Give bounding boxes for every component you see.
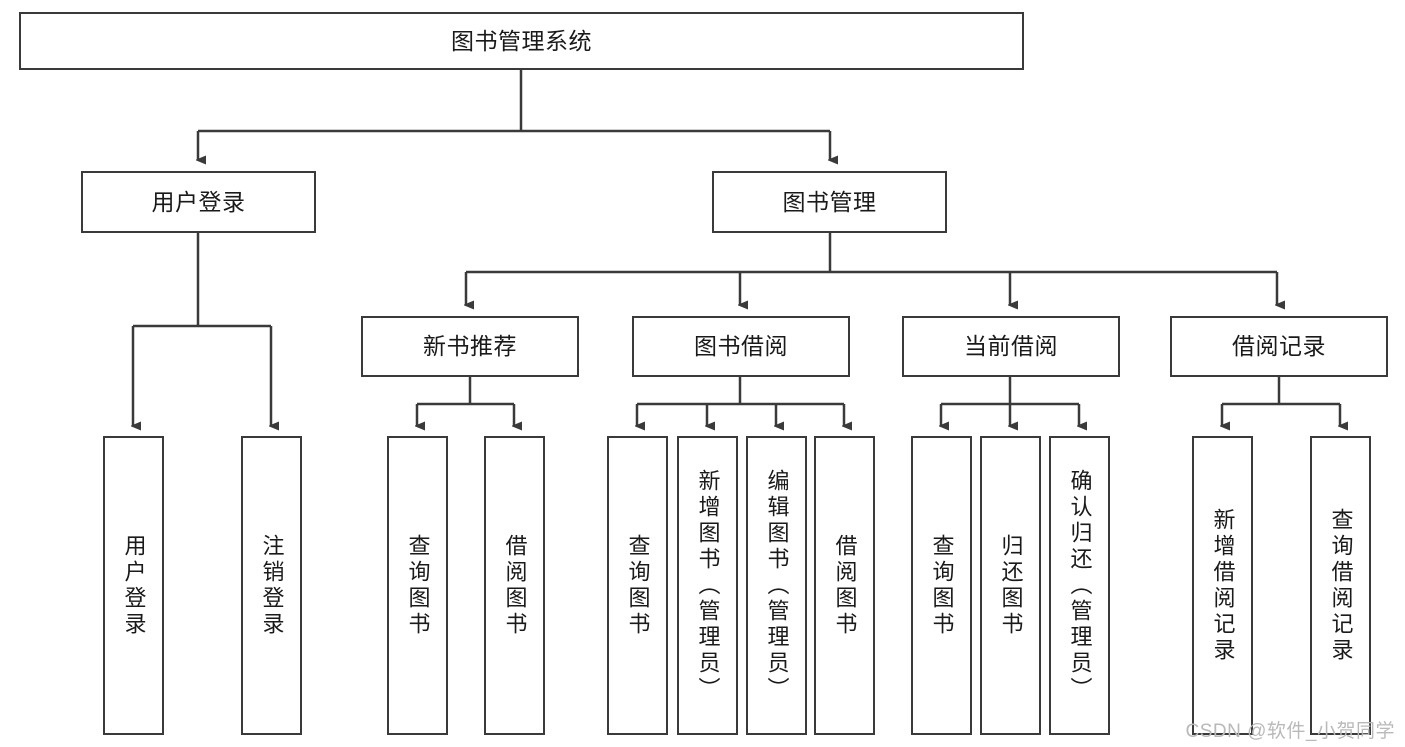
node-label: 查询图书 (625, 533, 651, 638)
node-root-book-management-system[interactable]: 图书管理系统 (19, 12, 1024, 70)
node-label: 用户登录 (121, 533, 147, 638)
leaf-current-borrow-confirm-return[interactable]: 确认归还（管理员） (1049, 436, 1110, 735)
leaf-borrow-record-add[interactable]: 新增借阅记录 (1192, 436, 1253, 735)
leaf-new-book-query[interactable]: 查询图书 (387, 436, 448, 735)
leaf-new-book-borrow[interactable]: 借阅图书 (484, 436, 545, 735)
leaf-user-login-logout[interactable]: 注销登录 (241, 436, 302, 735)
node-label: 确认归还（管理员） (1067, 468, 1093, 703)
leaf-borrow-record-query[interactable]: 查询借阅记录 (1310, 436, 1371, 735)
node-borrow-record[interactable]: 借阅记录 (1170, 316, 1388, 377)
leaf-current-borrow-return[interactable]: 归还图书 (980, 436, 1041, 735)
node-label: 新书推荐 (423, 333, 517, 359)
leaf-book-borrow-query[interactable]: 查询图书 (607, 436, 668, 735)
leaf-book-borrow-edit[interactable]: 编辑图书（管理员） (746, 436, 807, 735)
node-current-borrow[interactable]: 当前借阅 (902, 316, 1120, 377)
node-label: 借阅图书 (502, 533, 528, 638)
node-label: 新增借阅记录 (1210, 507, 1236, 664)
node-label: 编辑图书（管理员） (764, 468, 790, 703)
node-label: 图书管理 (782, 188, 877, 215)
node-label: 查询借阅记录 (1328, 507, 1354, 664)
node-user-login[interactable]: 用户登录 (81, 171, 316, 233)
leaf-book-borrow-borrow[interactable]: 借阅图书 (814, 436, 875, 735)
leaf-user-login-login[interactable]: 用户登录 (103, 436, 164, 735)
leaf-book-borrow-add[interactable]: 新增图书（管理员） (677, 436, 738, 735)
node-label: 当前借阅 (964, 333, 1058, 359)
node-label: 查询图书 (929, 533, 955, 638)
node-label: 借阅记录 (1232, 333, 1326, 359)
node-label: 查询图书 (405, 533, 431, 638)
leaf-current-borrow-query[interactable]: 查询图书 (911, 436, 972, 735)
node-book-borrow[interactable]: 图书借阅 (632, 316, 850, 377)
node-label: 归还图书 (998, 533, 1024, 638)
node-label: 借阅图书 (832, 533, 858, 638)
node-label: 图书借阅 (694, 333, 788, 359)
node-label: 图书管理系统 (451, 27, 592, 54)
node-label: 注销登录 (259, 533, 285, 638)
watermark: CSDN @软件_小贺同学 (1185, 721, 1395, 742)
node-label: 新增图书（管理员） (695, 468, 721, 703)
node-book-management[interactable]: 图书管理 (712, 171, 947, 233)
node-new-book-recommend[interactable]: 新书推荐 (361, 316, 579, 377)
node-label: 用户登录 (151, 188, 246, 215)
